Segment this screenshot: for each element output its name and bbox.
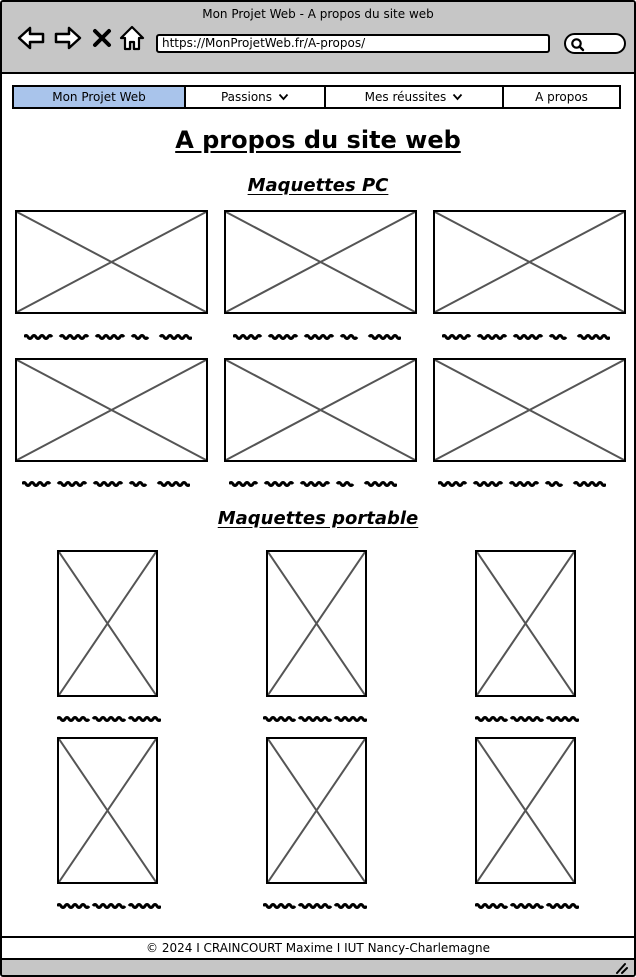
- placeholder-text-line: [263, 716, 367, 722]
- nav-tab-a-propos[interactable]: A propos: [504, 87, 619, 107]
- placeholder-text-line: [438, 481, 606, 487]
- window-title: Mon Projet Web - A propos du site web: [202, 7, 434, 21]
- pc-mockup-image: [224, 210, 417, 314]
- mobile-mockup-image: [57, 550, 158, 697]
- placeholder-text-line: [24, 334, 192, 340]
- mobile-mockup-image: [266, 737, 367, 884]
- section-title-mobile: Maquettes portable: [217, 508, 419, 529]
- site-navigation: Mon Projet Web Passions Mes réussites A …: [12, 85, 621, 109]
- browser-chrome: Mon Projet Web - A propos du site web ht…: [2, 2, 634, 74]
- chevron-down-icon: [278, 93, 289, 101]
- chevron-down-icon: [453, 93, 463, 101]
- placeholder-text-line: [442, 334, 610, 340]
- placeholder-text-line: [233, 334, 401, 340]
- pc-mockup-image: [15, 358, 208, 462]
- nav-tab-passions[interactable]: Passions: [186, 87, 326, 107]
- mobile-mockup-image: [475, 737, 576, 884]
- nav-tab-label: Passions: [220, 90, 273, 104]
- placeholder-text-line: [57, 716, 161, 722]
- search-icon: [571, 38, 585, 52]
- nav-tab-label: A propos: [535, 90, 588, 104]
- status-bar: [2, 960, 634, 975]
- home-icon[interactable]: [118, 24, 146, 52]
- mobile-mockup-image: [266, 550, 367, 697]
- section-title-pc: Maquettes PC: [247, 175, 389, 196]
- pc-mockup-image: [15, 210, 208, 314]
- placeholder-text-line: [475, 716, 579, 722]
- nav-tab-mon-projet-web[interactable]: Mon Projet Web: [14, 87, 186, 107]
- nav-tab-label: Mes réussites: [364, 90, 447, 104]
- back-arrow-icon[interactable]: [16, 24, 46, 52]
- pc-mockup-image: [433, 210, 626, 314]
- forward-arrow-icon[interactable]: [53, 24, 83, 52]
- placeholder-text-line: [475, 903, 579, 909]
- placeholder-text-line: [263, 903, 367, 909]
- placeholder-text-line: [57, 903, 161, 909]
- nav-tab-mes-reussites[interactable]: Mes réussites: [326, 87, 504, 107]
- footer-text: © 2024 I CRAINCOURT Maxime I IUT Nancy-C…: [146, 941, 490, 955]
- page-title: A propos du site web: [175, 126, 461, 154]
- search-box[interactable]: [564, 33, 626, 54]
- mobile-mockup-image: [57, 737, 158, 884]
- page-footer: © 2024 I CRAINCOURT Maxime I IUT Nancy-C…: [2, 936, 634, 960]
- mobile-mockup-image: [475, 550, 576, 697]
- resize-grip-icon[interactable]: [614, 962, 628, 974]
- nav-tab-label: Mon Projet Web: [52, 90, 146, 104]
- close-icon[interactable]: [91, 24, 113, 52]
- address-bar[interactable]: https://MonProjetWeb.fr/A-propos/: [156, 34, 550, 53]
- pc-mockup-image: [433, 358, 626, 462]
- placeholder-text-line: [229, 481, 397, 487]
- placeholder-text-line: [22, 481, 190, 487]
- pc-mockup-image: [224, 358, 417, 462]
